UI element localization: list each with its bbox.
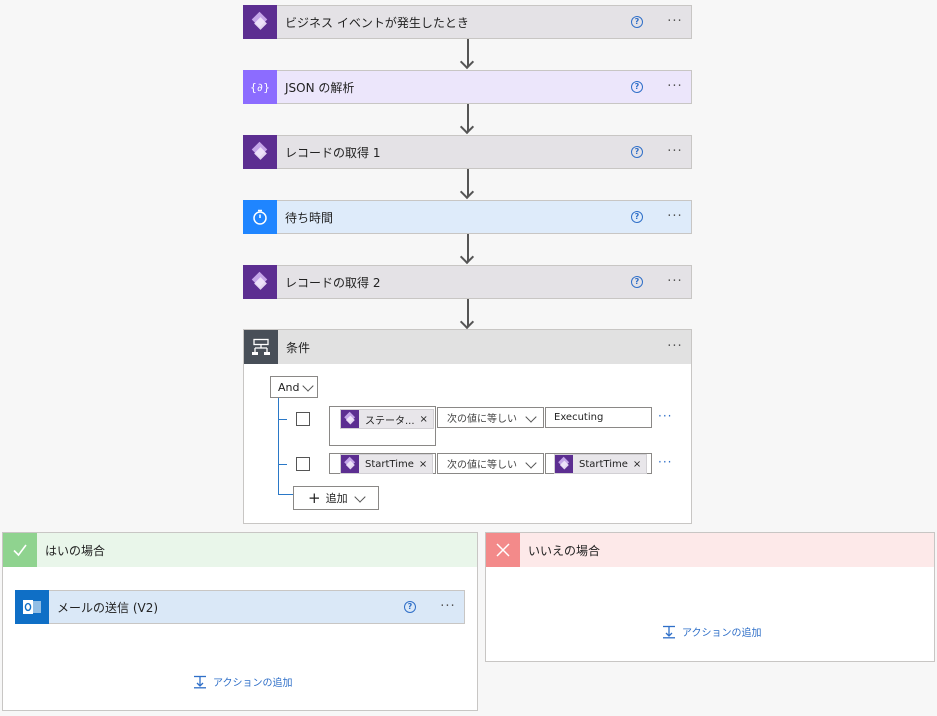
get-record-2-step[interactable]: レコードの取得 2 ? ··· — [243, 265, 692, 299]
add-condition-button[interactable]: + 追加 — [293, 486, 379, 510]
token-label: ステータ... — [365, 415, 415, 427]
step-title: 待ち時間 — [285, 210, 334, 225]
help-icon[interactable]: ? — [631, 211, 643, 223]
branch-title: はいの場合 — [45, 543, 106, 558]
add-label: 追加 — [325, 492, 348, 505]
group-operator-dropdown[interactable]: And — [270, 376, 318, 398]
add-action-icon — [193, 675, 207, 689]
comparator-dropdown[interactable]: 次の値に等しい — [437, 407, 544, 428]
step-title: レコードの取得 2 — [285, 275, 381, 290]
tree-line — [278, 398, 279, 495]
step-title: ビジネス イベントが発生したとき — [285, 15, 469, 30]
yes-branch-header[interactable]: はいの場合 — [3, 533, 477, 567]
chevron-down-icon — [525, 457, 537, 469]
connector-arrow — [467, 299, 469, 327]
more-options-button[interactable]: ··· — [440, 599, 456, 614]
add-action-icon — [662, 625, 676, 639]
comparator-label: 次の値に等しい — [447, 414, 517, 425]
tree-line — [278, 494, 293, 495]
no-branch-header[interactable]: いいえの場合 — [486, 533, 934, 567]
right-operand-field[interactable]: Executing — [545, 407, 652, 428]
row-more-button[interactable]: ··· — [658, 455, 673, 469]
chevron-down-icon — [354, 491, 366, 503]
row-checkbox[interactable] — [296, 457, 310, 471]
arrow-head — [459, 119, 475, 135]
close-icon — [486, 533, 520, 567]
connector-arrow — [467, 39, 469, 67]
dataverse-icon — [243, 135, 277, 169]
branch-title: いいえの場合 — [528, 543, 601, 558]
help-icon[interactable]: ? — [631, 146, 643, 158]
parse-json-step[interactable]: {∂} JSON の解析 ? ··· — [243, 70, 692, 104]
comparator-dropdown[interactable]: 次の値に等しい — [437, 453, 544, 474]
dataverse-icon — [341, 455, 359, 473]
remove-token-icon[interactable]: × — [419, 413, 428, 425]
arrow-head — [459, 54, 475, 70]
remove-token-icon[interactable]: × — [418, 458, 428, 470]
condition-title: 条件 — [286, 340, 311, 355]
comparator-label: 次の値に等しい — [447, 460, 517, 471]
arrow-head — [459, 249, 475, 265]
connector-arrow — [467, 234, 469, 262]
row-checkbox[interactable] — [296, 412, 310, 426]
help-icon[interactable]: ? — [631, 81, 643, 93]
checkmark-icon — [3, 533, 37, 567]
condition-header[interactable]: 条件 ··· — [244, 330, 691, 364]
trigger-step[interactable]: ビジネス イベントが発生したとき ? ··· — [243, 5, 692, 39]
step-title: JSON の解析 — [285, 80, 355, 95]
dynamic-content-token[interactable]: ステータ... × — [340, 409, 434, 429]
remove-token-icon[interactable]: × — [632, 458, 642, 470]
more-options-button[interactable]: ··· — [667, 14, 683, 29]
get-record-1-step[interactable]: レコードの取得 1 ? ··· — [243, 135, 692, 169]
arrow-head — [459, 314, 475, 330]
left-operand-field[interactable]: ステータ... × — [329, 406, 436, 446]
chevron-down-icon — [302, 380, 314, 392]
dataverse-icon — [243, 5, 277, 39]
data-operation-icon: {∂} — [243, 70, 277, 104]
condition-icon — [244, 330, 278, 364]
right-value-text: Executing — [554, 412, 604, 423]
token-label: StartTime — [579, 458, 628, 470]
dataverse-icon — [555, 455, 573, 473]
chevron-down-icon — [525, 411, 537, 423]
dynamic-content-token[interactable]: StartTime × — [340, 454, 434, 474]
add-action-button[interactable]: アクションの追加 — [193, 674, 293, 689]
left-operand-field[interactable]: StartTime × — [329, 453, 436, 474]
operator-label: And — [278, 380, 300, 394]
more-options-button[interactable]: ··· — [667, 209, 683, 224]
step-title: レコードの取得 1 — [285, 145, 381, 160]
connector-arrow — [467, 169, 469, 197]
outlook-icon — [15, 590, 49, 624]
connector-arrow — [467, 104, 469, 132]
right-operand-field[interactable]: StartTime × — [545, 453, 652, 474]
help-icon[interactable]: ? — [631, 276, 643, 288]
tree-line — [278, 419, 287, 420]
plus-icon: + — [308, 489, 321, 507]
more-options-button[interactable]: ··· — [667, 79, 683, 94]
arrow-head — [459, 184, 475, 200]
token-label: StartTime — [365, 458, 414, 470]
dynamic-content-token[interactable]: StartTime × — [554, 454, 648, 474]
help-icon[interactable]: ? — [404, 601, 416, 613]
step-title: メールの送信 (V2) — [57, 600, 159, 615]
add-action-label: アクションの追加 — [682, 628, 762, 639]
send-email-step[interactable]: メールの送信 (V2) ? ··· — [15, 590, 465, 624]
add-action-button[interactable]: アクションの追加 — [662, 624, 762, 639]
more-options-button[interactable]: ··· — [667, 144, 683, 159]
dataverse-icon — [341, 410, 359, 428]
no-branch: いいえの場合 アクションの追加 — [485, 532, 935, 662]
more-options-button[interactable]: ··· — [667, 274, 683, 289]
yes-branch: はいの場合 メールの送信 (V2) ? ··· アクションの追加 — [2, 532, 478, 711]
help-icon[interactable]: ? — [631, 16, 643, 28]
add-action-label: アクションの追加 — [213, 678, 293, 689]
condition-card: 条件 ··· And ステータ... × 次の値に等しい Executing ·… — [243, 329, 692, 524]
more-options-button[interactable]: ··· — [667, 339, 683, 354]
dataverse-icon — [243, 265, 277, 299]
row-more-button[interactable]: ··· — [658, 409, 673, 423]
timer-icon — [243, 200, 277, 234]
tree-line — [278, 464, 287, 465]
delay-step[interactable]: 待ち時間 ? ··· — [243, 200, 692, 234]
